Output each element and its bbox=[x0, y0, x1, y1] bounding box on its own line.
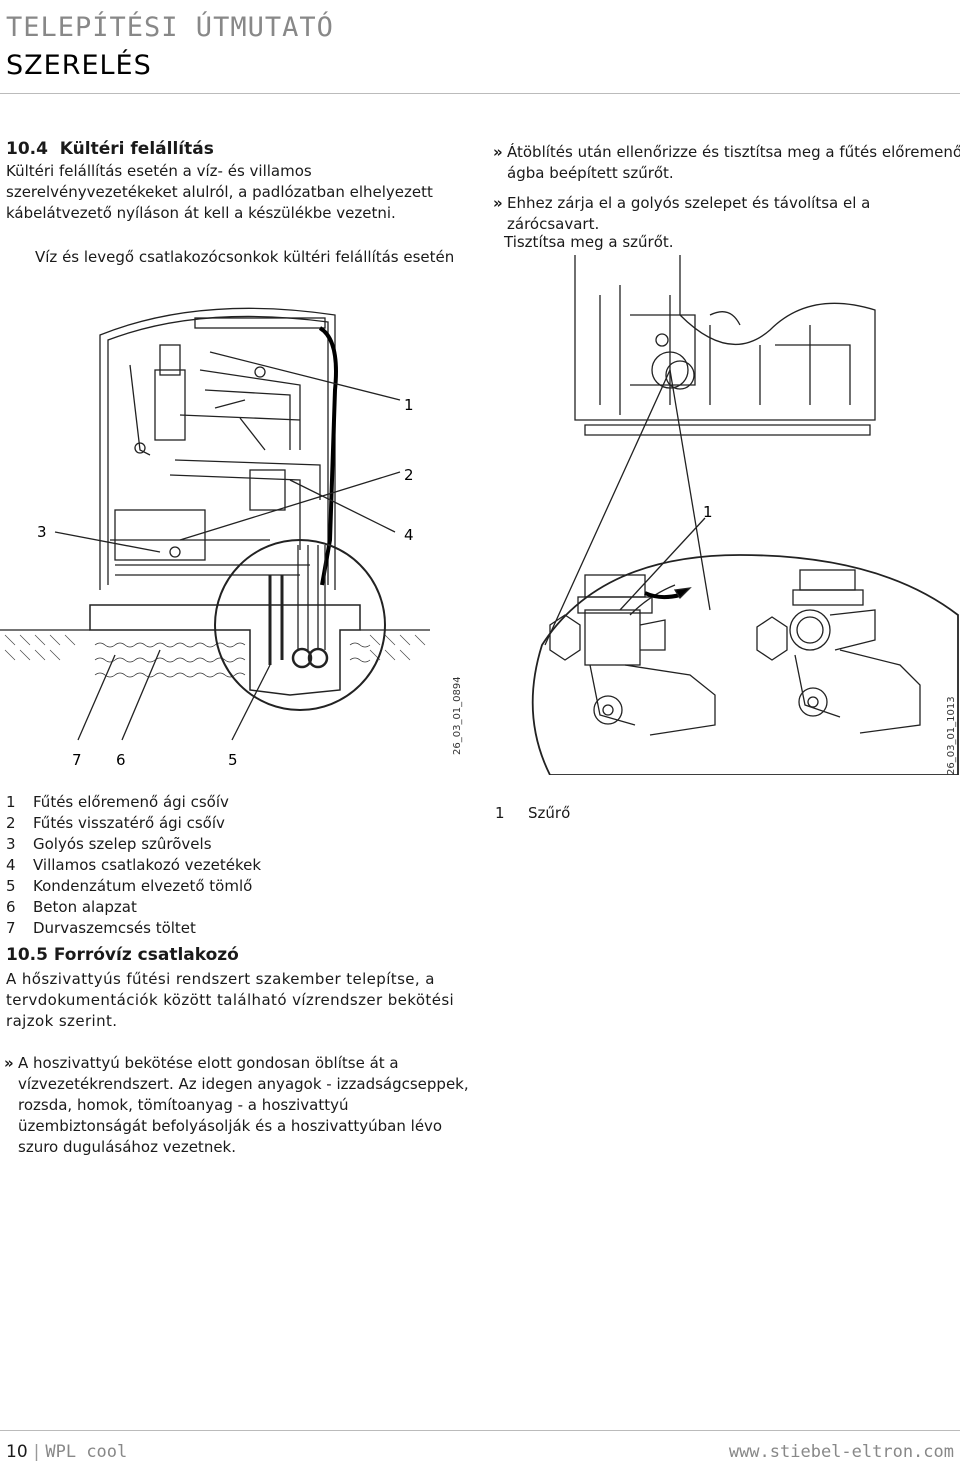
instruction-text: A hoszivattyú bekötése elott gondosan öb… bbox=[18, 1054, 469, 1156]
page-number: 10 bbox=[6, 1442, 28, 1462]
section-number: 10.4 bbox=[6, 139, 48, 159]
section-number: 10.5 bbox=[6, 945, 48, 965]
right-instructions: »Átöblítés után ellenőrizze és tisztítsa… bbox=[493, 142, 960, 235]
callout-1: 1 bbox=[404, 396, 414, 414]
figure-code-right: 26_03_01_1013 bbox=[946, 696, 957, 775]
instruction-text: Átöblítés után ellenőrizze és tisztítsa … bbox=[507, 143, 960, 182]
outdoor-install-drawing: 1 2 3 4 7 6 5 bbox=[0, 307, 430, 769]
website-link[interactable]: www.stiebel-eltron.com bbox=[728, 1442, 954, 1462]
header-document-type: TELEPÍTÉSI ÚTMUTATÓ bbox=[6, 12, 334, 43]
callout-4: 4 bbox=[404, 526, 414, 544]
instruction-text: Ehhez zárja el a golyós szelepet és távo… bbox=[507, 194, 871, 233]
callout-7: 7 bbox=[72, 751, 82, 769]
callout-5: 5 bbox=[228, 751, 238, 769]
figure-caption: Víz és levegő csatlakozócsonkok kültéri … bbox=[35, 248, 455, 266]
footer-left: 10|WPL cool bbox=[6, 1442, 128, 1462]
figure-code-left: 26_03_01_0894 bbox=[452, 676, 463, 755]
header-divider bbox=[0, 93, 960, 94]
callout-3: 3 bbox=[37, 523, 47, 541]
header-chapter: SZERELÉS bbox=[6, 50, 152, 81]
product-name: WPL cool bbox=[45, 1442, 128, 1462]
callout-2: 2 bbox=[404, 466, 414, 484]
section-10-5-heading: 10.5 Forróvíz csatlakozó bbox=[6, 945, 239, 965]
instruction-item: »Ehhez zárja el a golyós szelepet és táv… bbox=[493, 193, 960, 235]
filter-detail-drawing: 1 bbox=[531, 255, 959, 775]
callout-6: 6 bbox=[116, 751, 126, 769]
section-10-4-body: Kültéri felállítás esetén a víz- és vill… bbox=[6, 162, 433, 222]
section-10-4-heading: 10.4 Kültéri felállítás bbox=[6, 139, 214, 159]
footer-divider bbox=[0, 1430, 960, 1431]
section-10-5-body: A hőszivattyús fűtési rendszert szakembe… bbox=[6, 970, 455, 1030]
section-title: Forróvíz csatlakozó bbox=[53, 945, 239, 965]
instruction-item: » A hoszivattyú bekötése elott gondosan … bbox=[4, 1053, 474, 1158]
clean-filter-note: Tisztítsa meg a szűrőt. bbox=[504, 233, 674, 251]
section-title: Kültéri felállítás bbox=[59, 139, 214, 159]
instruction-item: »Átöblítés után ellenőrizze és tisztítsa… bbox=[493, 142, 960, 184]
callout-1: 1 bbox=[703, 503, 713, 521]
